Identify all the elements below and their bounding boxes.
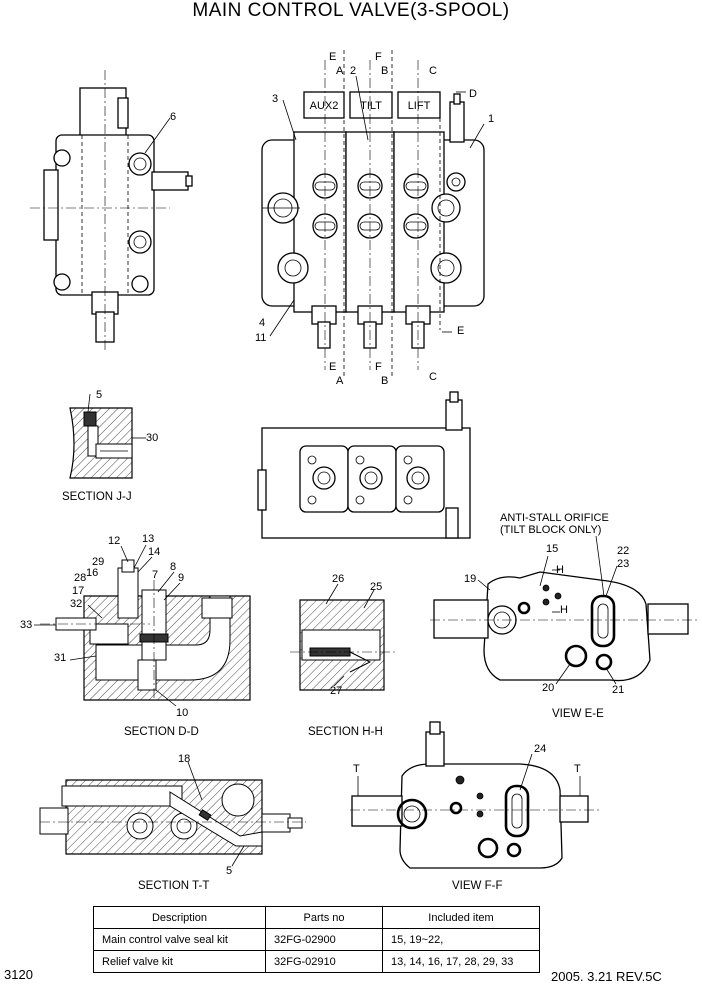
section-hh-title: SECTION H-H xyxy=(308,726,383,738)
section-hh-drawing xyxy=(290,583,396,691)
cell-description: Main control valve seal kit xyxy=(93,928,266,951)
cell-included-item: 15, 19~22, xyxy=(382,928,540,951)
callout-22: 22 xyxy=(617,545,629,557)
mark-e-bottom: E xyxy=(329,361,336,373)
cell-parts-no: 32FG-02900 xyxy=(265,928,383,951)
callout-3: 3 xyxy=(272,93,278,105)
callout-23: 23 xyxy=(617,558,629,570)
callout-32: 32 xyxy=(70,598,82,610)
callout-7: 7 xyxy=(152,569,158,581)
callout-8: 8 xyxy=(170,561,176,573)
side-view: 6 xyxy=(30,70,193,350)
callout-2: 2 xyxy=(350,65,356,77)
callout-6: 6 xyxy=(170,111,176,123)
table-row: Relief valve kit 32FG-02910 13, 14, 16, … xyxy=(93,950,540,973)
callout-15: 15 xyxy=(546,543,558,555)
mark-t-right: T xyxy=(574,763,581,775)
callout-h-upper: H xyxy=(556,564,564,576)
callout-9: 9 xyxy=(178,572,184,584)
header-parts-no: Parts no xyxy=(265,906,383,929)
callout-4: 4 xyxy=(259,317,265,329)
spool-label-aux2: AUX2 xyxy=(310,100,339,112)
mark-e-right: E xyxy=(457,325,464,337)
callout-10: 10 xyxy=(176,707,188,719)
mark-f-bottom: F xyxy=(375,361,382,373)
callout-28: 28 xyxy=(74,572,86,584)
mark-c-top: C xyxy=(429,65,437,77)
drawing-title: MAIN CONTROL VALVE(3-SPOOL) xyxy=(192,0,510,21)
section-tt-drawing xyxy=(39,761,306,867)
callout-18: 18 xyxy=(178,753,190,765)
section-jj-drawing xyxy=(69,393,146,479)
callout-29: 29 xyxy=(92,556,104,568)
front-view: AUX2 TILT LIFT xyxy=(261,50,485,378)
callout-12: 12 xyxy=(108,535,120,547)
callout-24: 24 xyxy=(534,743,546,755)
header-description: Description xyxy=(93,906,266,929)
mark-f-top: F xyxy=(375,51,382,63)
callout-5-jj: 5 xyxy=(96,389,102,401)
callout-21: 21 xyxy=(612,684,624,696)
callout-17: 17 xyxy=(72,585,84,597)
mark-b-top: B xyxy=(381,65,388,77)
callout-5-tt: 5 xyxy=(226,865,232,877)
callout-26: 26 xyxy=(332,573,344,585)
mark-c-bottom: C xyxy=(429,371,437,383)
top-view xyxy=(257,391,471,539)
view-ff-title: VIEW F-F xyxy=(452,880,502,892)
callout-25: 25 xyxy=(370,581,382,593)
section-dd-title: SECTION D-D xyxy=(124,726,199,738)
callout-11: 11 xyxy=(255,332,266,344)
mark-t-left: T xyxy=(353,763,360,775)
cell-included-item: 13, 14, 16, 17, 28, 29, 33 xyxy=(382,950,540,973)
callout-14: 14 xyxy=(148,546,160,558)
callout-33: 33 xyxy=(20,619,32,631)
spool-label-tilt: TILT xyxy=(360,100,382,112)
anti-stall-note-line1: ANTI-STALL ORIFICE xyxy=(500,512,609,524)
view-ee-drawing xyxy=(430,569,700,682)
spool-label-lift: LIFT xyxy=(408,100,431,112)
parts-table-header-row: Description Parts no Included item xyxy=(93,906,540,929)
callout-16: 16 xyxy=(86,567,98,579)
mark-d: D xyxy=(469,88,477,100)
section-tt-title: SECTION T-T xyxy=(138,880,209,892)
view-ee-title: VIEW E-E xyxy=(552,708,604,720)
callout-31: 31 xyxy=(54,652,66,664)
mark-e-top: E xyxy=(329,51,336,63)
section-jj-title: SECTION J-J xyxy=(62,491,132,503)
callout-1: 1 xyxy=(488,113,494,125)
cell-description: Relief valve kit xyxy=(93,950,266,973)
anti-stall-note-line2: (TILT BLOCK ONLY) xyxy=(500,524,601,536)
view-ff-drawing xyxy=(350,721,600,869)
page-number: 3120 xyxy=(4,967,33,982)
callout-19: 19 xyxy=(464,573,476,585)
parts-table: Description Parts no Included item Main … xyxy=(93,906,540,973)
callout-27: 27 xyxy=(330,685,342,697)
header-included-item: Included item xyxy=(382,906,540,929)
section-dd-drawing xyxy=(40,559,251,701)
section-marks: E A F B C D E A F B C E xyxy=(329,51,477,387)
cell-parts-no: 32FG-02910 xyxy=(265,950,383,973)
mark-a-bottom: A xyxy=(336,375,344,387)
table-row: Main control valve seal kit 32FG-02900 1… xyxy=(93,928,540,951)
mark-b-bottom: B xyxy=(381,375,388,387)
callout-13: 13 xyxy=(142,533,154,545)
callout-h-lower: H xyxy=(560,604,568,616)
callout-20: 20 xyxy=(542,682,554,694)
mark-a-top: A xyxy=(336,65,344,77)
revision-date: 2005. 3.21 REV.5C xyxy=(551,969,662,984)
callout-30: 30 xyxy=(146,432,158,444)
